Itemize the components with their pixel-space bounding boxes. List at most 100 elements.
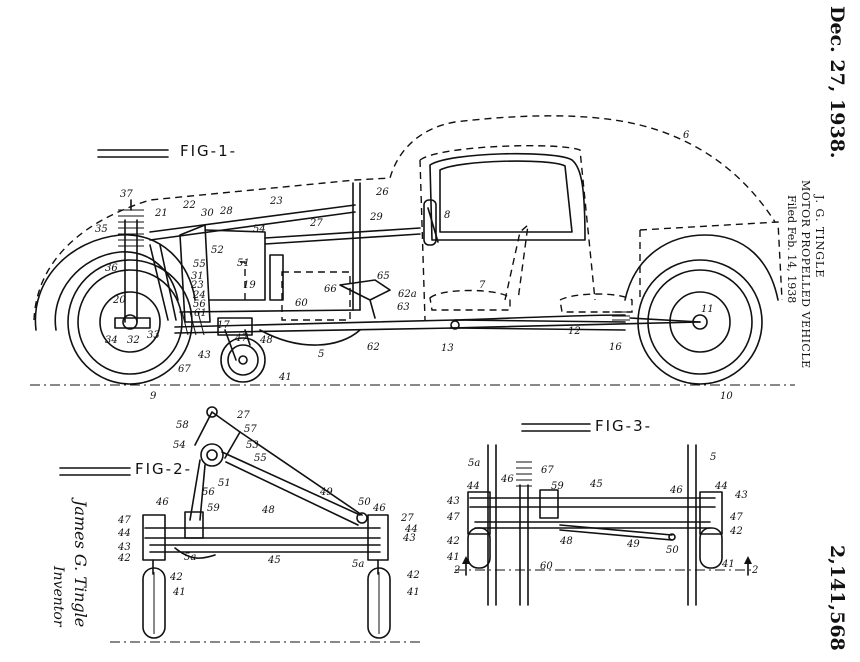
ref-label: 65 [377,271,390,282]
ref-label: 41 [279,372,292,383]
ref-label: 7 [479,280,486,291]
ref-label: 34 [105,335,118,346]
ref-label: 6 [683,130,690,141]
ref-label: 42 [118,553,131,564]
ref-label: 50 [666,545,679,556]
patent-date: Dec. 27, 1938. [826,6,848,159]
ref-label: 43 [447,496,460,507]
fig3-axle-assembly [455,444,755,606]
ref-label: 44 [405,524,418,535]
ref-label: 54 [253,224,266,235]
ref-label: 5 [710,452,717,463]
fig2-label: FIG-2- [135,460,193,478]
ref-label: 46 [501,474,514,485]
ref-label: 48 [560,536,573,547]
ref-label: 50 [358,497,371,508]
ref-label: 48 [262,505,275,516]
ref-label: 42 [170,572,183,583]
ref-label: 67 [541,465,554,476]
figure-label-marks [59,149,591,476]
ref-label: 60 [540,561,553,572]
ref-label: 51 [218,478,231,489]
ref-label: 51 [237,258,250,269]
ref-label: 41 [722,559,735,570]
ref-label: 47 [235,333,248,344]
ref-label: 23 [191,280,204,291]
ref-label: 47 [730,512,743,523]
ref-label: 44 [118,528,131,539]
ref-label: 41 [173,587,186,598]
ref-label: 55 [193,259,206,270]
ref-label: 45 [268,555,281,566]
ref-label: 42 [730,526,743,537]
ref-label: 62 [367,342,380,353]
ref-label: 56 [202,487,215,498]
ref-label: 41 [407,587,420,598]
ref-label: 42 [407,570,420,581]
ref-label: 33 [147,330,160,341]
ref-label: 5a [468,458,481,469]
ref-label: 2 [752,565,759,576]
ref-label: 13 [441,343,454,354]
ref-label: 23 [270,196,283,207]
fig1-vehicle-side-view [30,115,795,386]
ref-label: 63 [397,302,410,313]
ref-label: 26 [376,187,389,198]
ref-label: 27 [401,513,414,524]
ref-label: 27 [310,218,323,229]
ref-label: 28 [220,206,233,217]
ref-label: 59 [207,503,220,514]
ref-label: 44 [467,481,480,492]
ref-label: 22 [183,200,196,211]
ref-label: 30 [201,208,214,219]
ref-label: 43 [403,533,416,544]
ref-label: 57 [244,424,257,435]
ref-label: 41 [447,552,460,563]
fig1-label: FIG-1- [180,142,238,160]
patent-title: MOTOR PROPELLED VEHICLE [799,180,812,369]
filing-date: Filed Feb. 14, 1938 [785,195,798,304]
ref-label: 12 [568,326,581,337]
patent-number: 2,141,568 [826,545,848,651]
ref-label: 44 [715,481,728,492]
ref-label: 17 [217,320,230,331]
ref-label: 61 [194,308,207,319]
ref-label: 10 [720,391,733,402]
ref-label: 56 [193,299,206,310]
ref-label: 43 [198,350,211,361]
ref-label: 45 [590,479,603,490]
inventor-signature: James G. Tingle [71,500,90,628]
ref-label: 5 [318,349,325,360]
ref-label: 8 [444,210,451,221]
ref-label: 16 [609,342,622,353]
ref-label: 9 [150,391,157,402]
ref-label: 46 [373,503,386,514]
ref-label: 20 [113,295,126,306]
ref-label: 43 [735,490,748,501]
ref-label: 35 [95,224,108,235]
ref-label: 66 [324,284,337,295]
ref-label: 62a [398,289,417,300]
ref-label: 58 [176,420,189,431]
ref-label: 43 [118,542,131,553]
ref-label: 5a [184,552,197,563]
ref-label: 47 [118,515,131,526]
ref-label: 5a [352,559,365,570]
ref-label: 53 [246,440,259,451]
inventor-name: J. G. TINGLE [813,195,826,279]
ref-label: 49 [320,487,333,498]
ref-label: 46 [670,485,683,496]
ref-label: 55 [254,453,267,464]
ref-label: 48 [260,335,273,346]
fig2-front-view [110,406,420,643]
ref-label: 49 [627,539,640,550]
ref-label: 31 [191,271,204,282]
ref-label: 32 [127,335,140,346]
ref-label: 37 [120,189,133,200]
ref-label: 11 [701,304,714,315]
ref-label: 19 [243,280,256,291]
ref-label: 67 [178,364,191,375]
ref-label: 21 [155,208,168,219]
